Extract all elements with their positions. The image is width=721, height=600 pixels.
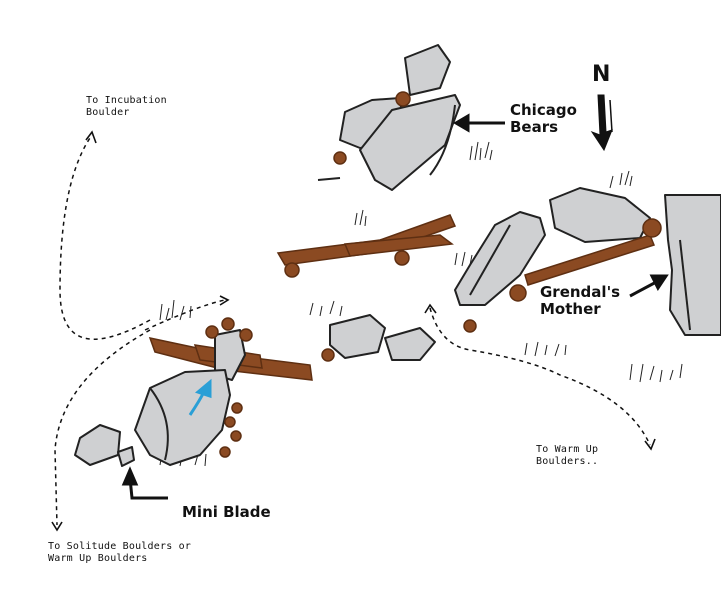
upper-markers xyxy=(284,218,662,362)
boulder-face-line xyxy=(679,239,691,331)
blue-route-arrow-icon xyxy=(188,378,212,416)
boulder xyxy=(549,187,651,243)
grass-tuft xyxy=(309,300,343,317)
boulder xyxy=(117,446,135,467)
arrowhead-incubation xyxy=(85,130,97,144)
trail-to-solitude xyxy=(54,329,151,526)
label-to-warm-up: To Warm Up Boulders.. xyxy=(536,444,599,467)
hold-marker xyxy=(509,284,527,302)
arrowhead-warmup xyxy=(644,438,656,451)
label-mini-blade: Mini Blade xyxy=(182,503,271,521)
boulder-face-line xyxy=(149,387,169,461)
grass-tuft xyxy=(629,363,683,383)
grass-tuft xyxy=(469,141,493,161)
grass-tuft xyxy=(524,341,567,357)
hold-marker xyxy=(221,317,235,331)
label-to-incubation: To Incubation Boulder xyxy=(86,95,167,118)
label-grendals-mother: Grendal's Mother xyxy=(540,283,621,319)
boulder-face-line xyxy=(469,224,511,296)
boulder xyxy=(74,424,121,466)
grass-tuft xyxy=(159,299,192,321)
hold-marker xyxy=(230,430,242,442)
hold-marker xyxy=(284,262,300,278)
hold-marker xyxy=(231,402,243,414)
hold-marker xyxy=(395,91,411,107)
grass-tuft xyxy=(454,251,473,267)
boulder-shadow-line xyxy=(317,177,341,181)
boulder xyxy=(359,94,461,191)
grendals-mother-pointer xyxy=(629,274,669,298)
hold-marker xyxy=(321,348,335,362)
grass-tuft xyxy=(354,209,367,227)
mini-blade-markers xyxy=(205,317,253,458)
chicago-bears-markers xyxy=(333,91,411,165)
trail-paths xyxy=(54,134,651,526)
arrowhead-solitude xyxy=(51,521,63,532)
hold-marker xyxy=(239,328,253,342)
boulder xyxy=(664,194,721,336)
hold-marker xyxy=(219,446,231,458)
hold-marker xyxy=(333,151,347,165)
chicago-bears-boulders xyxy=(317,44,461,191)
boulder xyxy=(404,44,451,96)
hold-marker xyxy=(394,250,410,266)
boulder xyxy=(134,369,231,466)
log xyxy=(524,234,655,286)
label-to-solitude: To Solitude Boulders or Warm Up Boulders xyxy=(48,541,192,564)
hold-marker xyxy=(224,416,236,428)
hold-marker xyxy=(205,325,219,339)
boulder-shadow-line xyxy=(429,104,456,176)
boulder xyxy=(214,329,246,381)
trail-to-warmup xyxy=(429,307,651,446)
arrowhead-warmup-top xyxy=(424,303,437,314)
hold-marker xyxy=(463,319,477,333)
trail-arrowheads xyxy=(51,130,656,532)
boulder xyxy=(454,211,546,306)
hold-marker xyxy=(642,218,662,238)
label-chicago-bears: Chicago Bears xyxy=(510,101,577,137)
boulder xyxy=(384,327,436,361)
label-north: N xyxy=(592,62,611,87)
north-arrow-icon xyxy=(590,94,613,152)
mini-blade-pointer xyxy=(121,466,168,500)
trail-to-incubation xyxy=(59,134,151,340)
arrowhead-minibade xyxy=(219,295,230,306)
trail-loop-minibade xyxy=(144,299,226,331)
log xyxy=(343,234,454,257)
grass-tuft xyxy=(609,170,633,189)
boulder xyxy=(329,314,386,359)
chicago-bears-pointer xyxy=(453,113,505,133)
grendals-mother-boulders xyxy=(329,187,721,361)
